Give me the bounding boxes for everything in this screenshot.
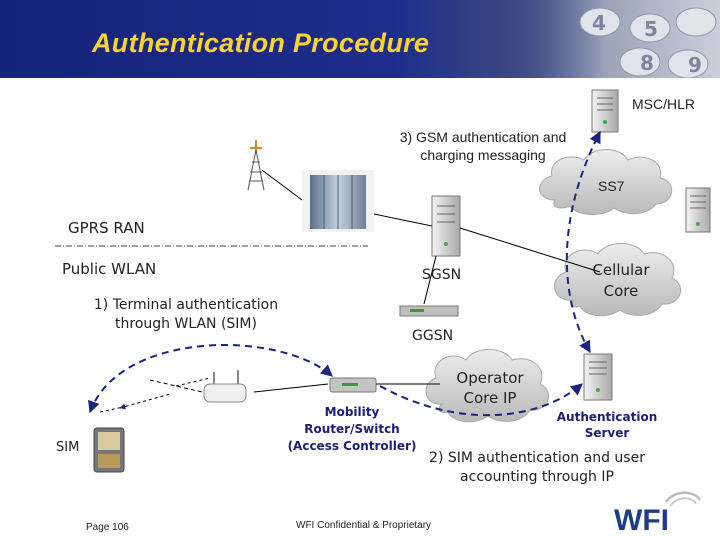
mobility-router-icon [329,377,377,393]
gsm-auth-label: 3) GSM authentication and charging messa… [399,129,567,163]
ggsn-label: GGSN [412,328,454,344]
pda-signal-line [99,405,129,413]
pda-device-icon [93,427,125,473]
sgsn-ggsn-line [423,255,437,305]
svg-text:8: 8 [640,51,654,75]
terminal-auth-label: 1) Terminal authentication through WLAN … [93,297,279,332]
operator-core-label: Operator Core IP [456,369,524,407]
svg-text:9: 9 [688,53,702,77]
ss7-label: SS7 [598,178,625,194]
sim-label: SIM [56,440,80,455]
sgsn-label: SGSN [422,267,462,283]
msc-hlr-label: MSC/HLR [632,96,696,112]
antenna-icon [247,140,265,191]
terminal-auth-arrow [88,344,333,414]
sgsn-server-icon [431,195,461,257]
gprs-ran-label: GPRS RAN [68,219,145,237]
bts-line [261,169,303,201]
footer-page-number: Page 106 [86,522,129,533]
sgsn-core-line [459,227,601,273]
operator-core-cloud-icon [425,349,550,423]
svg-text:5: 5 [644,17,658,41]
slide-title: Authentication Procedure [92,28,430,58]
footer-confidential: WFI Confidential & Proprietary [296,520,432,531]
wlan-signal-line [175,377,211,387]
phone-keypad-icon: 4 5 8 9 [490,0,720,78]
public-wlan-label: Public WLAN [62,260,157,278]
msc-hlr-server-icon [591,89,619,133]
access-point-icon [203,370,247,403]
gsm-auth-arrow [565,130,601,354]
auth-server-label: Authentication Server [556,410,658,440]
edge-server-icon [685,187,711,233]
bsc-sgsn-line [373,213,433,227]
rack-cabinet-icon [302,170,374,232]
ap-router-line [253,383,329,393]
ggsn-router-icon [398,305,460,317]
wfi-logo-icon: WFI [614,491,702,534]
cellular-core-label: Cellular Core [592,261,650,300]
sim-auth-label: 2) SIM authentication and user accountin… [429,450,645,485]
wfi-logo-text: WFI [614,504,669,534]
sim-auth-arrow [379,383,583,417]
slide-header: 4 5 8 9 Authentication Procedure [0,0,720,78]
mobility-router-label: Mobility Router/Switch (Access Controlle… [287,405,417,453]
pda-ap-arrow [119,393,171,410]
auth-server-icon [583,353,613,401]
svg-text:4: 4 [592,11,606,35]
